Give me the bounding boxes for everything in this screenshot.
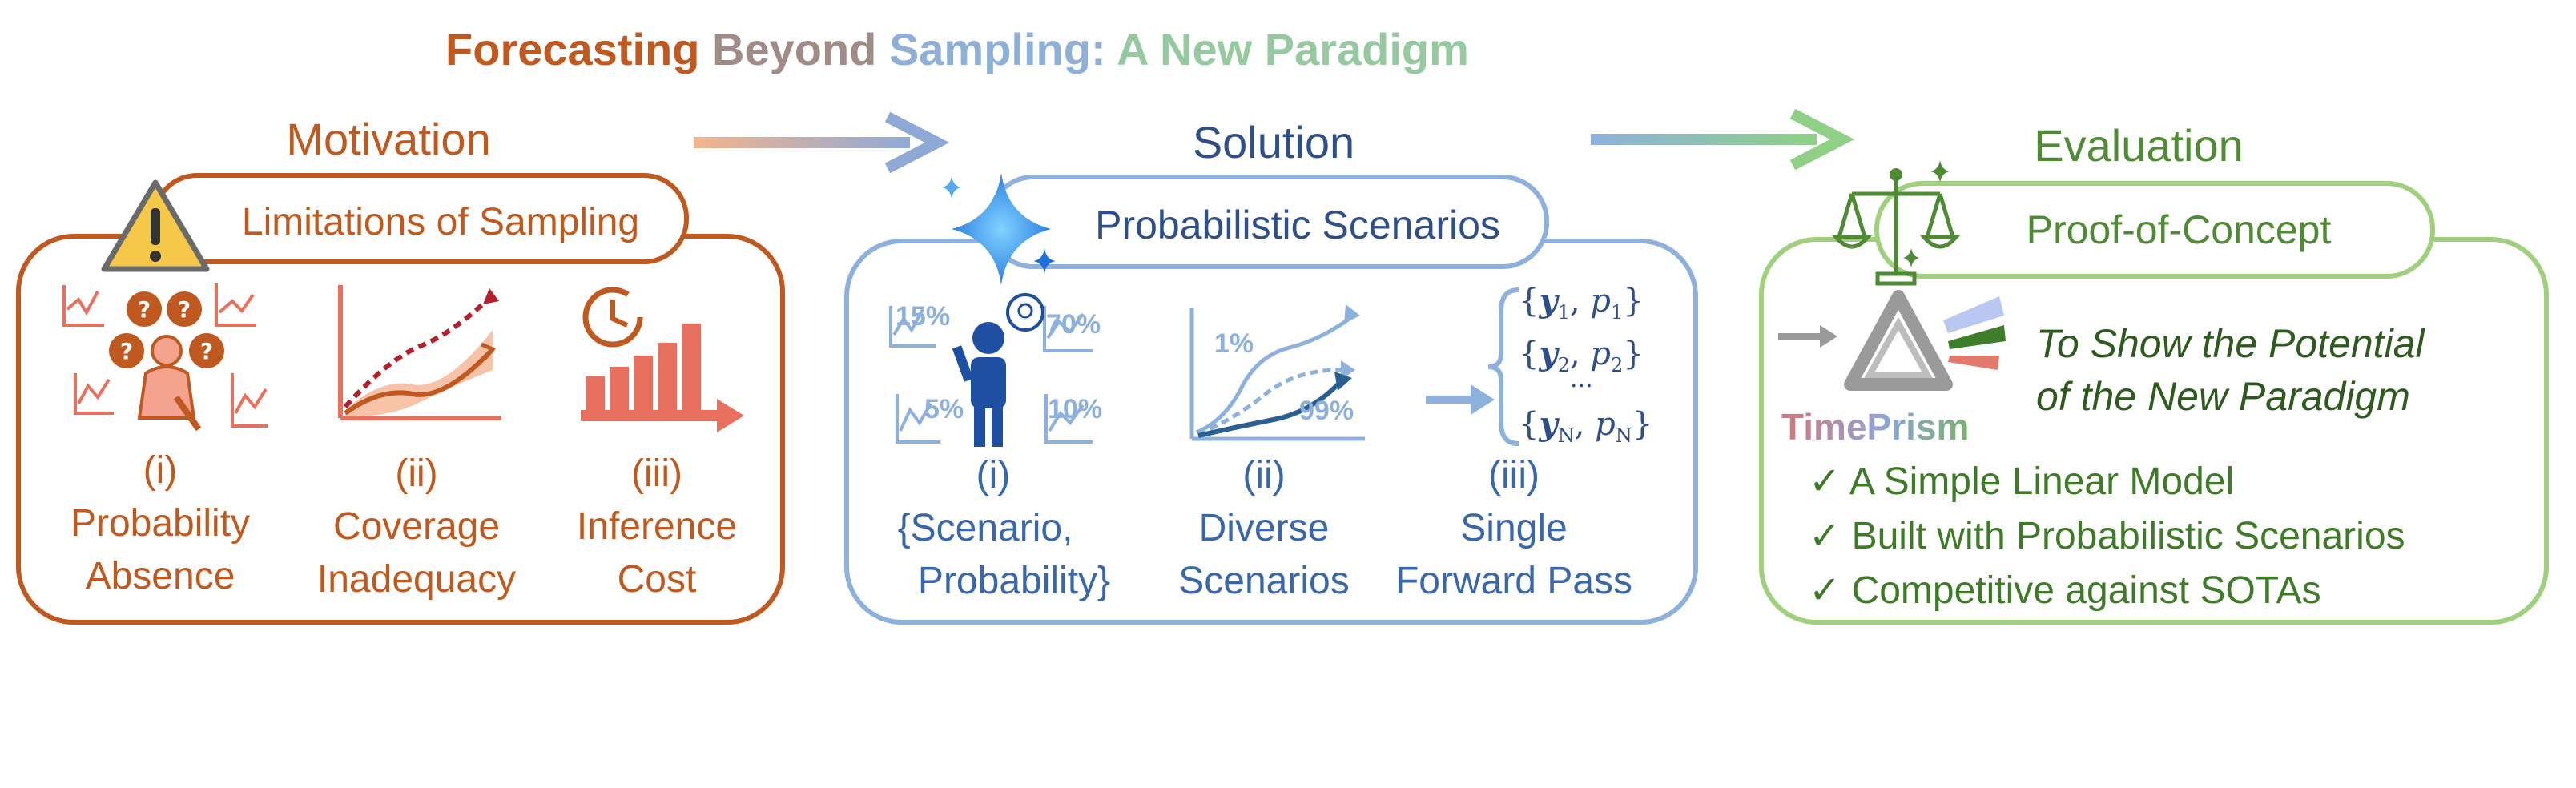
svg-text:?: ? <box>200 338 213 364</box>
arrow-motivation-to-solution <box>694 111 950 174</box>
solution-item-3-line2: Forward Pass <box>1395 560 1633 602</box>
motivation-box-label: Limitations of Sampling <box>241 201 640 243</box>
motivation-item-2-line1: Coverage <box>332 505 501 548</box>
motivation-label-box <box>152 173 689 264</box>
solution-item-2-num: (ii) <box>1242 454 1286 497</box>
checklist-item-1: ✓ A Simple Linear Model <box>1809 460 2235 503</box>
percent-label-15: 15% <box>896 301 951 332</box>
percent-label-70: 70% <box>1046 309 1101 340</box>
check-icon: ✓ <box>1809 460 1841 503</box>
timeprism-logo-text: TimePrism <box>1781 406 1970 448</box>
forward-pass-arrow-icon <box>1426 384 1495 415</box>
motivation-item-3-line2: Cost <box>617 558 697 601</box>
inference-cost-icon <box>581 287 744 432</box>
check-icon: ✓ <box>1809 569 1841 612</box>
svg-text:?: ? <box>120 338 133 364</box>
evaluation-tagline-line2: of the New Paradigm <box>2036 374 2410 419</box>
percent-label-99: 99% <box>1299 396 1354 426</box>
checklist-item-3: ✓ Competitive against SOTAs <box>1809 569 2321 612</box>
title-part-paradigm: A New Paradigm <box>1117 24 1469 74</box>
svg-text:?: ? <box>138 296 151 323</box>
timeprism-logo-icon <box>1778 290 2006 391</box>
title-part-sampling: Sampling: <box>888 24 1106 74</box>
solution-item-1-line2: Probability} <box>917 560 1111 602</box>
arrow-solution-to-evaluation <box>1591 108 1855 171</box>
balance-scale-icon <box>1831 160 1961 286</box>
evaluation-tagline-line1: To Show the Potential <box>2036 321 2425 366</box>
motivation-item-2-num: (ii) <box>395 452 438 495</box>
solution-item-2-line1: Diverse <box>1198 507 1330 549</box>
motivation-item-3-num: (iii) <box>631 452 682 495</box>
solution-item-3-line1: Single <box>1460 507 1568 549</box>
solution-item-2-line2: Scenarios <box>1178 560 1350 602</box>
svg-text:?: ? <box>178 296 191 323</box>
solution-heading: Solution <box>1192 117 1355 167</box>
title-part-forecasting: Forecasting <box>445 24 700 74</box>
solution-box-label: Probabilistic Scenarios <box>1095 203 1500 247</box>
percent-label-1: 1% <box>1214 328 1254 359</box>
scenario-pair-1: {y1, p1} <box>1519 282 1644 324</box>
solution-label-box <box>987 175 1549 269</box>
diverse-scenarios-chart-icon <box>1189 304 1365 441</box>
warning-icon <box>101 179 210 272</box>
motivation-item-3-line1: Inference <box>576 505 738 548</box>
check-icon: ✓ <box>1809 515 1841 557</box>
evaluation-box-label: Proof-of-Concept <box>2026 207 2332 252</box>
percent-label-5: 5% <box>924 394 964 424</box>
solution-item-1-line1: {Scenario, <box>897 507 1073 549</box>
solution-item-1-num: (i) <box>976 454 1011 497</box>
evaluation-label-box <box>1874 181 2435 279</box>
title-part-beyond: Beyond <box>712 24 877 74</box>
diagram-title: Forecasting Beyond Sampling: A New Parad… <box>0 27 1914 72</box>
solution-panel <box>844 239 1698 625</box>
checklist-item-2: ✓ Built with Probabilistic Scenarios <box>1809 515 2405 557</box>
scenario-pair-n: {yN, pN} <box>1519 405 1653 447</box>
motivation-item-1-line2: Absence <box>85 555 235 597</box>
motivation-item-1-line1: Probability <box>70 502 251 545</box>
confused-person-icon: ???? <box>62 283 268 432</box>
motivation-item-2-line2: Inadequacy <box>316 558 517 601</box>
scenario-probability-icon <box>889 293 1093 447</box>
scenario-ellipsis: ··· <box>1570 372 1593 400</box>
motivation-item-1-num: (i) <box>143 449 178 492</box>
solution-item-3-num: (iii) <box>1488 454 1540 497</box>
percent-label-10: 10% <box>1048 394 1103 424</box>
scenario-pair-2: {y2, p2} <box>1519 335 1644 376</box>
evaluation-heading: Evaluation <box>2034 120 2244 171</box>
scenario-brace-icon <box>1487 287 1519 446</box>
sparkle-icon <box>942 173 1056 285</box>
coverage-chart-icon <box>338 285 501 420</box>
motivation-heading: Motivation <box>286 114 491 164</box>
